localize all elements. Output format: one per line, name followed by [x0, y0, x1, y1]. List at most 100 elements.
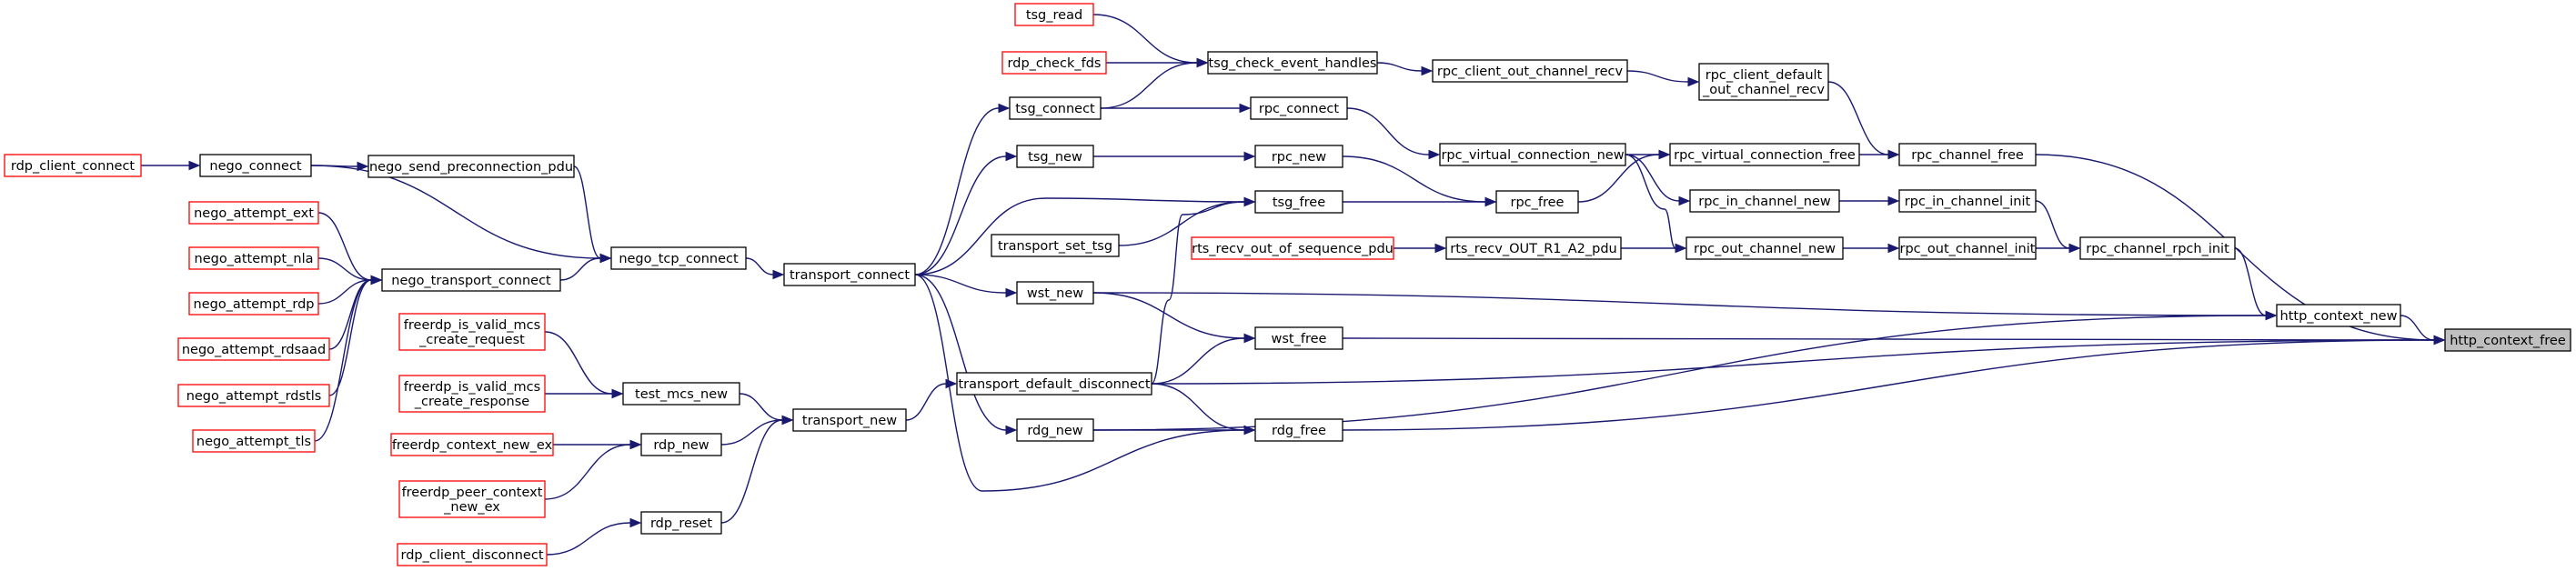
node-box	[177, 337, 330, 361]
node-nego-attempt-nla[interactable]: nego_attempt_nla	[188, 246, 319, 270]
node-label-line: nego_send_preconnection_pdu	[369, 160, 573, 175]
node-box	[640, 511, 722, 535]
node-rpc-out-channel-init[interactable]: rpc_out_channel_init	[1898, 236, 2037, 260]
node-transport-connect[interactable]: transport_connect	[783, 263, 916, 286]
node-rdg-new[interactable]: rdg_new	[1016, 418, 1094, 442]
node-box	[1698, 63, 1829, 101]
node-transport-new[interactable]: transport_new	[792, 408, 907, 432]
node-label: nego_send_preconnection_pdu	[369, 160, 573, 175]
node-nego-attempt-ext[interactable]: nego_attempt_ext	[188, 201, 319, 225]
node-nego-send-preconnection-pdu[interactable]: nego_send_preconnection_pdu	[367, 155, 575, 178]
node-box	[1445, 236, 1622, 260]
node-nego-tcp-connect[interactable]: nego_tcp_connect	[610, 246, 747, 270]
node-rdp-reset[interactable]: rdp_reset	[640, 511, 722, 535]
node-rpc-client-out-channel-recv[interactable]: rpc_client_out_channel_recv	[1432, 59, 1628, 83]
node-label: tsg_read	[1026, 8, 1082, 23]
node-label: rdp_new	[653, 438, 709, 453]
node-rts-recv-OUT-R1-A2-pdu[interactable]: rts_recv_OUT_R1_A2_pdu	[1445, 236, 1622, 260]
node-http-context-new[interactable]: http_context_new	[2276, 304, 2401, 327]
edge-arrowhead	[1434, 243, 1447, 254]
node-nego-attempt-rdsaad[interactable]: nego_attempt_rdsaad	[177, 337, 330, 361]
node-label-line: rpc_channel_rpch_init	[2086, 242, 2229, 256]
node-rpc-in-channel-new[interactable]: rpc_in_channel_new	[1689, 189, 1840, 213]
node-label-line: nego_attempt_rdsaad	[182, 343, 326, 357]
node-nego-connect[interactable]: nego_connect	[199, 154, 312, 177]
node-wst-new[interactable]: wst_new	[1016, 281, 1094, 305]
node-rpc-channel-free[interactable]: rpc_channel_free	[1898, 143, 2037, 166]
node-box	[398, 313, 546, 351]
edge-line	[317, 212, 372, 281]
node-tsg-check-event-handles[interactable]: tsg_check_event_handles	[1207, 51, 1378, 75]
edge-transport_new-to-transport_default_disconnect	[905, 378, 958, 421]
node-tsg-free[interactable]: tsg_free	[1254, 190, 1343, 214]
node-rpc-out-channel-new[interactable]: rpc_out_channel_new	[1685, 236, 1844, 260]
edge-arrowhead	[1243, 151, 1256, 162]
node-rpc-connect[interactable]: rpc_connect	[1250, 96, 1348, 120]
edge-arrowhead	[772, 269, 785, 280]
edge-arrowhead	[781, 415, 794, 426]
node-label-line: nego_connect	[209, 159, 302, 174]
node-label: http_context_free	[2450, 334, 2566, 348]
node-label: rdp_reset	[650, 516, 712, 531]
node-freerdp-context-new-ex[interactable]: freerdp_context_new_ex	[390, 433, 554, 456]
edge-line	[328, 279, 372, 396]
node-label: tsg_free	[1273, 195, 1325, 210]
node-label: rpc_channel_free	[1911, 148, 2024, 163]
node-box	[397, 543, 548, 566]
edge-line	[317, 279, 372, 305]
node-rdp-client-connect[interactable]: rdp_client_connect	[4, 154, 142, 177]
node-tsg-connect[interactable]: tsg_connect	[1009, 96, 1102, 120]
node-nego-attempt-rdstls[interactable]: nego_attempt_rdstls	[177, 384, 330, 407]
node-label-line: _create_response	[414, 395, 529, 409]
node-label-line: rts_recv_out_of_sequence_pdu	[1192, 242, 1394, 256]
node-freerdp-is-valid-mcs-create-request[interactable]: freerdp_is_valid_mcs_create_request	[398, 313, 546, 351]
node-label-line: rdp_check_fds	[1008, 56, 1102, 71]
node-box	[188, 201, 319, 225]
node-freerdp-peer-context-new-ex[interactable]: freerdp_peer_context_new_ex	[398, 480, 546, 518]
node-label-line: rpc_virtual_connection_new	[1441, 148, 1624, 163]
edge-arrowhead	[1658, 149, 1671, 160]
node-rdp-new[interactable]: rdp_new	[640, 433, 722, 456]
node-label: transport_new	[802, 414, 897, 428]
node-tsg-new[interactable]: tsg_new	[1016, 145, 1094, 168]
node-rpc-virtual-connection-free[interactable]: rpc_virtual_connection_free	[1669, 143, 1860, 166]
node-label: rdg_free	[1272, 424, 1326, 438]
node-label: nego_attempt_nla	[195, 252, 314, 266]
node-rpc-in-channel-init[interactable]: rpc_in_channel_init	[1898, 189, 2037, 213]
edge-nego_tcp_connect-to-transport_connect	[745, 257, 785, 280]
edge-arrowhead	[1887, 243, 1900, 254]
node-box	[188, 246, 319, 270]
node-test-mcs-new[interactable]: test_mcs_new	[622, 382, 740, 406]
node-rdp-check-fds[interactable]: rdp_check_fds	[1001, 51, 1107, 75]
node-box	[1250, 96, 1348, 120]
edge-rdp_reset-to-transport_new	[720, 415, 794, 524]
node-nego-attempt-rdp[interactable]: nego_attempt_rdp	[188, 292, 319, 316]
node-box	[956, 372, 1152, 396]
node-rpc-free[interactable]: rpc_free	[1495, 190, 1579, 214]
node-nego-attempt-tls[interactable]: nego_attempt_tls	[192, 429, 316, 453]
node-freerdp-is-valid-mcs-create-response[interactable]: freerdp_is_valid_mcs_create_response	[398, 375, 546, 413]
node-rts-recv-out-of-sequence-pdu[interactable]: rts_recv_out_of_sequence_pdu	[1191, 236, 1394, 260]
edge-arrowhead	[1243, 196, 1256, 207]
node-rpc-virtual-connection-new[interactable]: rpc_virtual_connection_new	[1439, 143, 1626, 166]
node-label: rdp_client_connect	[11, 159, 136, 174]
node-rpc-new[interactable]: rpc_new	[1254, 145, 1343, 168]
node-rpc-client-default-out-channel-recv[interactable]: rpc_client_default_out_channel_recv	[1698, 63, 1829, 101]
node-wst-free[interactable]: wst_free	[1254, 326, 1343, 350]
node-transport-default-disconnect[interactable]: transport_default_disconnect	[956, 372, 1152, 396]
node-tsg-read[interactable]: tsg_read	[1014, 3, 1094, 26]
node-transport-set-tsg[interactable]: transport_set_tsg	[991, 234, 1120, 257]
node-box	[1254, 145, 1343, 168]
node-box	[1439, 143, 1626, 166]
node-label-line: rpc_virtual_connection_free	[1674, 148, 1856, 163]
edge-line	[310, 165, 601, 259]
edge-transport_default_disconnect-to-wst_free	[1151, 333, 1256, 385]
node-rpc-channel-rpch-init[interactable]: rpc_channel_rpch_init	[2079, 236, 2236, 260]
edge-tsg_new-to-rpc_new	[1093, 151, 1256, 162]
node-rdp-client-disconnect[interactable]: rdp_client_disconnect	[397, 543, 548, 566]
node-nego-transport-connect[interactable]: nego_transport_connect	[381, 268, 561, 292]
node-label-line: freerdp_is_valid_mcs	[404, 380, 540, 395]
edge-line	[1625, 154, 1680, 202]
node-rdg-free[interactable]: rdg_free	[1254, 418, 1343, 442]
